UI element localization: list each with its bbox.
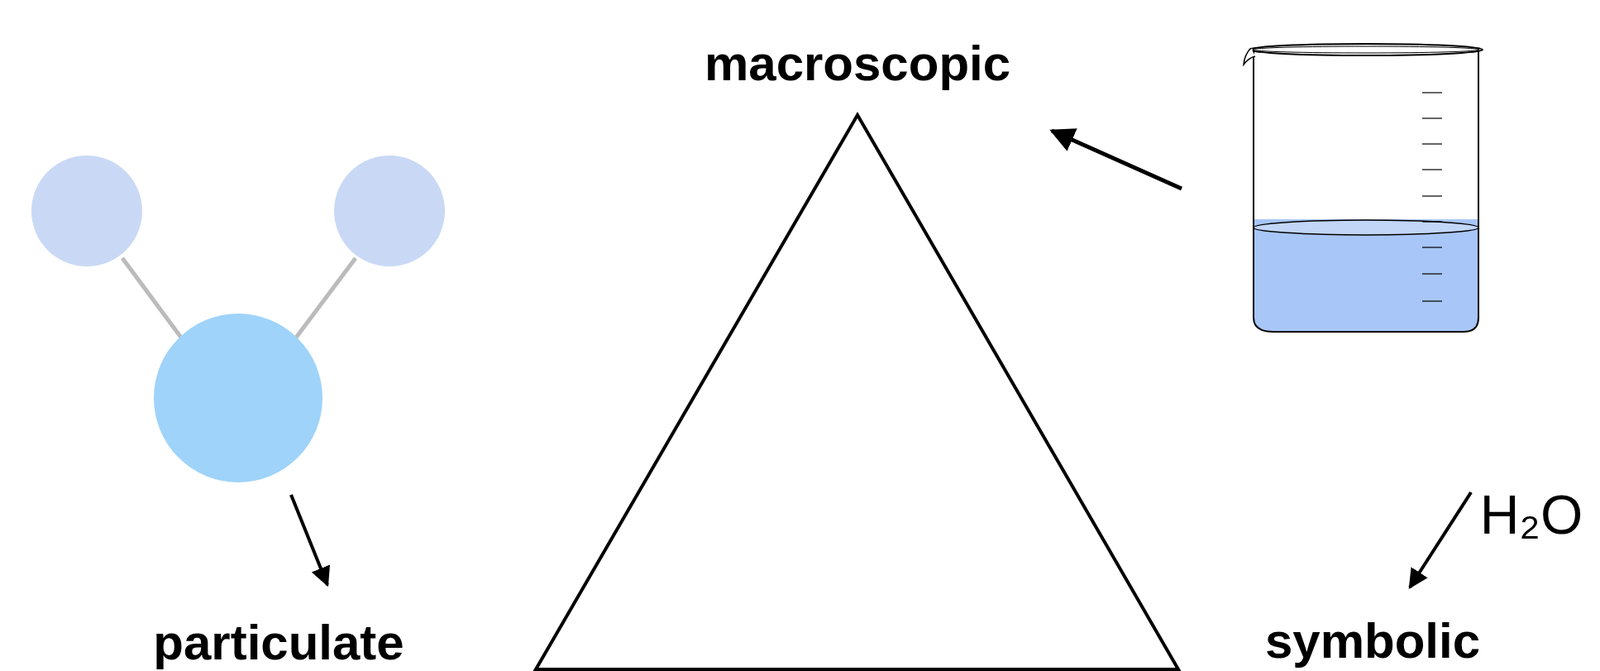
level-label: particulate [152, 617, 404, 668]
bond [293, 257, 356, 341]
hydrogen-atom [334, 155, 445, 267]
leader-arrow [1409, 491, 1472, 588]
leader-arrow [1051, 130, 1182, 189]
leader-arrow [291, 494, 328, 585]
triangle [535, 114, 1179, 669]
hydrogen-atom [31, 155, 143, 267]
beaker [1243, 43, 1483, 332]
formula-label: H₂O [1480, 487, 1584, 542]
level-label: macroscopic [704, 38, 1011, 89]
level-label: symbolic [1265, 616, 1481, 666]
bond [122, 257, 184, 341]
oxygen-atom [153, 313, 323, 483]
water-molecule [31, 155, 445, 483]
